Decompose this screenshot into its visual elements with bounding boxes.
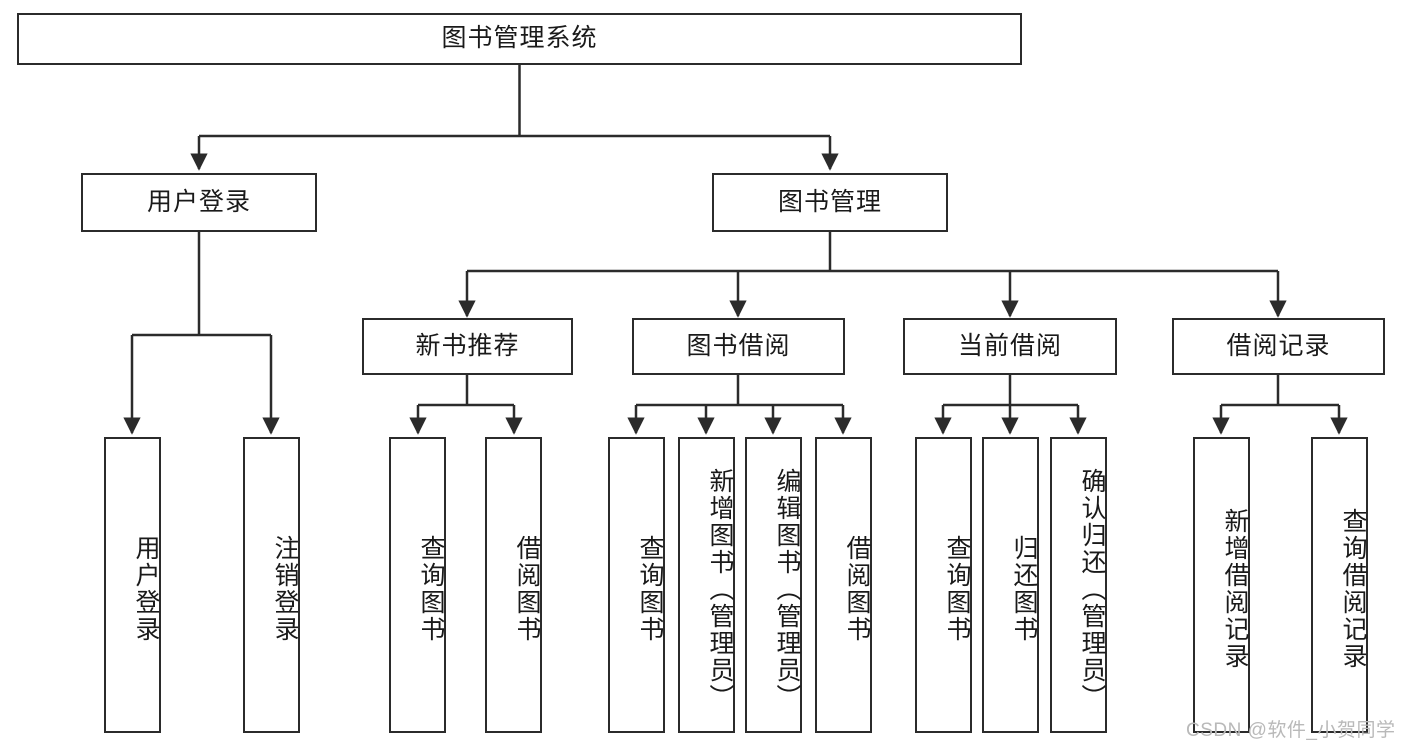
leaf-recommend-borrow-book[interactable]: 借阅图书 [485, 437, 542, 733]
node-book-management[interactable]: 图书管理 [712, 173, 948, 232]
node-label: 用户登录 [132, 535, 160, 643]
node-label: 图书管理系统 [441, 24, 598, 53]
node-label: 新增图书（管理员） [706, 467, 734, 711]
leaf-recommend-query-book[interactable]: 查询图书 [389, 437, 446, 733]
leaf-record-add-record[interactable]: 新增借阅记录 [1193, 437, 1250, 733]
node-label: 借阅记录 [1226, 331, 1331, 360]
node-label: 编辑图书（管理员） [773, 467, 801, 711]
node-label: 图书管理 [777, 187, 882, 216]
node-borrow-record[interactable]: 借阅记录 [1172, 318, 1385, 375]
node-label: 查询借阅记录 [1339, 508, 1367, 670]
node-label: 新增借阅记录 [1221, 508, 1249, 670]
node-book-borrow[interactable]: 图书借阅 [632, 318, 845, 375]
node-label: 当前借阅 [957, 331, 1062, 360]
leaf-current-confirm-return-admin[interactable]: 确认归还（管理员） [1050, 437, 1107, 733]
node-label: 借阅图书 [513, 535, 541, 643]
leaf-borrow-edit-book-admin[interactable]: 编辑图书（管理员） [745, 437, 802, 733]
node-label: 确认归还（管理员） [1078, 467, 1106, 711]
leaf-borrow-borrow-book[interactable]: 借阅图书 [815, 437, 872, 733]
node-label: 注销登录 [271, 535, 299, 643]
leaf-user-login-signin[interactable]: 用户登录 [104, 437, 161, 733]
leaf-borrow-add-book-admin[interactable]: 新增图书（管理员） [678, 437, 735, 733]
node-label: 归还图书 [1010, 535, 1038, 643]
node-new-book-recommend[interactable]: 新书推荐 [362, 318, 573, 375]
leaf-current-return-book[interactable]: 归还图书 [982, 437, 1039, 733]
leaf-user-login-signout[interactable]: 注销登录 [243, 437, 300, 733]
leaf-current-query-book[interactable]: 查询图书 [915, 437, 972, 733]
node-current-borrow[interactable]: 当前借阅 [903, 318, 1117, 375]
leaf-record-query-record[interactable]: 查询借阅记录 [1311, 437, 1368, 733]
node-label: 查询图书 [417, 535, 445, 643]
node-label: 图书借阅 [686, 331, 791, 360]
node-label: 查询图书 [943, 535, 971, 643]
node-root-system[interactable]: 图书管理系统 [17, 13, 1022, 65]
node-label: 新书推荐 [415, 331, 520, 360]
node-user-login[interactable]: 用户登录 [81, 173, 317, 232]
leaf-borrow-query-book[interactable]: 查询图书 [608, 437, 665, 733]
node-label: 查询图书 [636, 535, 664, 643]
watermark: CSDN @软件_小贺同学 [1186, 720, 1396, 741]
node-label: 借阅图书 [843, 535, 871, 643]
node-label: 用户登录 [146, 187, 251, 216]
